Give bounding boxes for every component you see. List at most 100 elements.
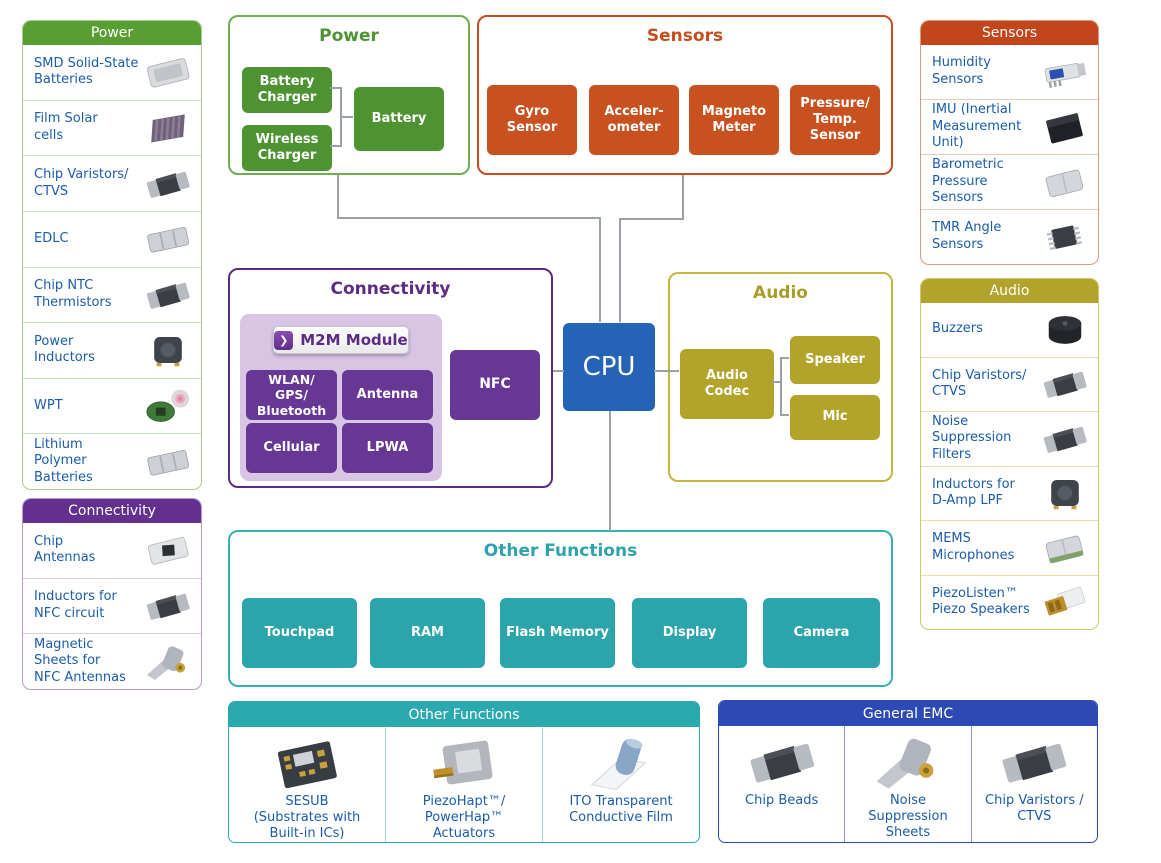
- component-label[interactable]: Magnetic Sheets for NFC Antennas: [34, 636, 126, 685]
- component-label[interactable]: Buzzers: [932, 321, 983, 337]
- component-label[interactable]: Chip Varistors / CTVS: [985, 793, 1084, 824]
- wireless-charger-node: Wireless Charger: [242, 125, 332, 171]
- component-label[interactable]: Chip Varistors/ CTVS: [932, 367, 1027, 400]
- power-group-box: Power Battery Charger Wireless Charger B…: [228, 15, 470, 175]
- ito-transparent-film-image: [581, 734, 661, 792]
- list-item[interactable]: Chip Varistors/ CTVS: [921, 356, 1098, 412]
- buzzers-image: [1039, 309, 1091, 351]
- list-item[interactable]: Humidity Sensors: [921, 45, 1098, 99]
- component-label[interactable]: Chip NTC Thermistors: [34, 278, 112, 310]
- panel-general-emc-components: General EMC Chip Beads Noise Suppression…: [718, 700, 1098, 843]
- list-item[interactable]: Magnetic Sheets for NFC Antennas: [23, 633, 201, 689]
- list-item[interactable]: WPT: [23, 377, 201, 434]
- list-item[interactable]: EDLC: [23, 210, 201, 267]
- component-label[interactable]: Inductors for D-Amp LPF: [932, 476, 1015, 509]
- list-item[interactable]: MEMS Microphones: [921, 520, 1098, 575]
- display-node: Display: [632, 598, 747, 668]
- list-item[interactable]: ITO Transparent Conductive Film: [542, 727, 699, 842]
- inductors-nfc-circuit-image: [142, 585, 194, 627]
- component-label[interactable]: WPT: [34, 397, 63, 413]
- sensors-group-title: Sensors: [646, 26, 724, 46]
- component-label[interactable]: ITO Transparent Conductive Film: [569, 794, 673, 825]
- component-label[interactable]: MEMS Microphones: [932, 531, 1015, 563]
- noise-suppression-sheets-image: [868, 733, 948, 791]
- panel-audio-components: Audio Buzzers Chip Varistors/ CTVS Noise…: [920, 278, 1099, 630]
- list-item[interactable]: PiezoHapt™/ PowerHap™ Actuators: [385, 727, 542, 842]
- battery-charger-node: Battery Charger: [242, 67, 332, 113]
- panel-general-emc-header: General EMC: [719, 701, 1097, 726]
- sensors-group-box: Sensors Gyro Sensor Acceler- ometer Magn…: [477, 15, 893, 175]
- battery-node: Battery: [354, 87, 444, 151]
- audio-group-box: Audio Audio Codec Speaker Mic: [668, 272, 893, 482]
- panel-connectivity-body: Chip Antennas Inductors for NFC circuit …: [23, 523, 201, 689]
- component-label[interactable]: TMR Angle Sensors: [932, 220, 1002, 252]
- list-item[interactable]: Inductors for NFC circuit: [23, 577, 201, 634]
- list-item[interactable]: TMR Angle Sensors: [921, 209, 1098, 264]
- sesub-image: [267, 734, 347, 792]
- list-item[interactable]: Chip Antennas: [23, 523, 201, 578]
- barometric-pressure-sensors-image: [1039, 161, 1091, 203]
- list-item[interactable]: SMD Solid-State Batteries: [23, 45, 201, 100]
- component-label[interactable]: Chip Varistors/ CTVS: [34, 166, 129, 199]
- nfc-node: NFC: [450, 350, 540, 420]
- m2m-module-button[interactable]: ❯ M2M Module: [273, 326, 409, 354]
- panel-audio-body: Buzzers Chip Varistors/ CTVS Noise Suppr…: [921, 303, 1098, 629]
- list-item[interactable]: IMU (Inertial Measurement Unit): [921, 99, 1098, 154]
- component-label[interactable]: SESUB (Substrates with Built-in ICs): [253, 794, 361, 841]
- other-functions-group-box: Other Functions Touchpad RAM Flash Memor…: [228, 530, 893, 687]
- panel-power-body: SMD Solid-State Batteries Film Solar cel…: [23, 45, 201, 489]
- component-label[interactable]: Noise Suppression Filters: [932, 413, 1012, 463]
- component-label[interactable]: Inductors for NFC circuit: [34, 589, 117, 621]
- component-label[interactable]: Humidity Sensors: [932, 55, 991, 87]
- list-item[interactable]: Chip Varistors/ CTVS: [23, 155, 201, 211]
- list-item[interactable]: Inductors for D-Amp LPF: [921, 465, 1098, 521]
- ram-node: RAM: [370, 598, 485, 668]
- component-label[interactable]: PiezoHapt™/ PowerHap™ Actuators: [422, 794, 506, 841]
- film-solar-cells-image: [142, 107, 194, 149]
- component-label[interactable]: Barometric Pressure Sensors: [932, 157, 1004, 206]
- speaker-node: Speaker: [790, 336, 880, 384]
- list-item[interactable]: Buzzers: [921, 303, 1098, 357]
- list-item[interactable]: Film Solar cells: [23, 99, 201, 156]
- list-item[interactable]: Chip Beads: [719, 726, 844, 842]
- component-label[interactable]: Noise Suppression Sheets: [868, 793, 948, 840]
- list-item[interactable]: Lithium Polymer Batteries: [23, 433, 201, 489]
- flash-memory-node: Flash Memory: [500, 598, 615, 668]
- component-label[interactable]: EDLC: [34, 230, 69, 246]
- chip-antennas-image: [142, 529, 194, 571]
- component-label[interactable]: SMD Solid-State Batteries: [34, 55, 139, 88]
- list-item[interactable]: Barometric Pressure Sensors: [921, 154, 1098, 209]
- list-item[interactable]: Chip NTC Thermistors: [23, 266, 201, 323]
- component-label[interactable]: IMU (Inertial Measurement Unit): [932, 102, 1022, 151]
- cellular-node: Cellular: [246, 423, 337, 473]
- tmr-angle-sensors-image: [1039, 216, 1091, 258]
- list-item[interactable]: Noise Suppression Filters: [921, 411, 1098, 466]
- panel-sensors-components: Sensors Humidity Sensors IMU (Inertial M…: [920, 20, 1099, 265]
- component-label[interactable]: Chip Beads: [745, 793, 819, 808]
- list-item[interactable]: Chip Varistors / CTVS: [970, 726, 1097, 842]
- component-label[interactable]: Lithium Polymer Batteries: [34, 436, 93, 485]
- list-item[interactable]: PiezoListen™ Piezo Speakers: [921, 574, 1098, 630]
- component-label[interactable]: Film Solar cells: [34, 111, 98, 143]
- component-label[interactable]: Chip Antennas: [34, 533, 96, 566]
- pressure-temp-sensor-node: Pressure/ Temp. Sensor: [790, 85, 880, 155]
- panel-other-functions-components: Other Functions SESUB (Substrates with B…: [228, 701, 700, 843]
- mic-node: Mic: [790, 395, 880, 440]
- chip-varistors-audio-image: [1039, 363, 1091, 405]
- connectivity-group-box: Connectivity ❯ M2M Module WLAN/ GPS/ Blu…: [228, 268, 553, 488]
- list-item[interactable]: Power Inductors: [23, 322, 201, 378]
- lithium-polymer-batteries-image: [142, 441, 194, 483]
- magnetic-sheets-nfc-image: [142, 641, 194, 683]
- humidity-sensors-image: [1039, 51, 1091, 93]
- chip-ntc-thermistors-image: [142, 274, 194, 316]
- panel-other-functions-header: Other Functions: [229, 702, 699, 727]
- list-item[interactable]: Noise Suppression Sheets: [844, 726, 970, 842]
- accelerometer-node: Acceler- ometer: [589, 85, 679, 155]
- list-item[interactable]: SESUB (Substrates with Built-in ICs): [229, 727, 385, 842]
- chip-varistors-image: [142, 163, 194, 205]
- camera-node: Camera: [763, 598, 880, 668]
- component-label[interactable]: PiezoListen™ Piezo Speakers: [932, 585, 1030, 618]
- component-label[interactable]: Power Inductors: [34, 333, 95, 366]
- panel-power-header: Power: [23, 21, 201, 45]
